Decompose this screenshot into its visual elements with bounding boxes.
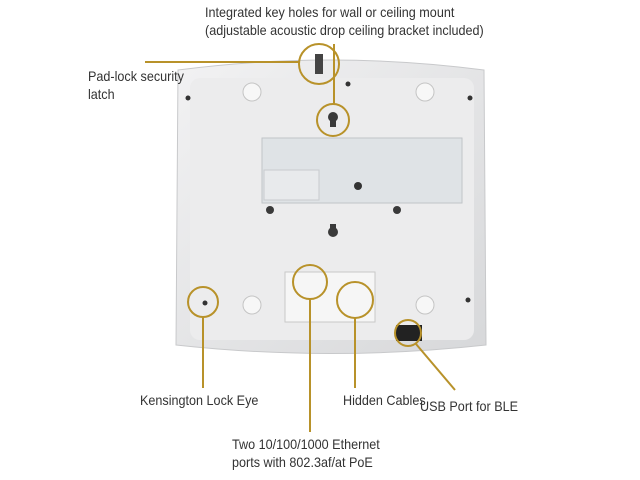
kensington-caption: Kensington Lock Eye <box>140 392 259 408</box>
hidden-cables-caption: Hidden Cables <box>343 392 426 408</box>
key-holes-caption-line2: (adjustable acoustic drop ceiling bracke… <box>205 22 484 38</box>
regulatory-logo <box>354 182 362 190</box>
keyholes <box>266 112 401 237</box>
usb-port <box>396 325 422 341</box>
rubber-feet <box>242 82 435 315</box>
usb-caption: USB Port for BLE <box>420 398 519 414</box>
padlock-caption-line2: latch <box>88 86 115 102</box>
ethernet-caption-line2: ports with 802.3af/at PoE <box>232 454 373 470</box>
cable-cover <box>284 271 376 323</box>
usb-callout-circle <box>394 319 422 347</box>
padlock-callout-circle <box>298 43 340 85</box>
ethernet-caption-line1: Two 10/100/1000 Ethernet <box>232 436 380 452</box>
padlock-latch <box>315 54 323 74</box>
padlock-caption-line1: Pad-lock security <box>88 68 184 84</box>
key-holes-caption-line1: Integrated key holes for wall or ceiling… <box>205 4 455 20</box>
callout-lines <box>145 43 456 432</box>
